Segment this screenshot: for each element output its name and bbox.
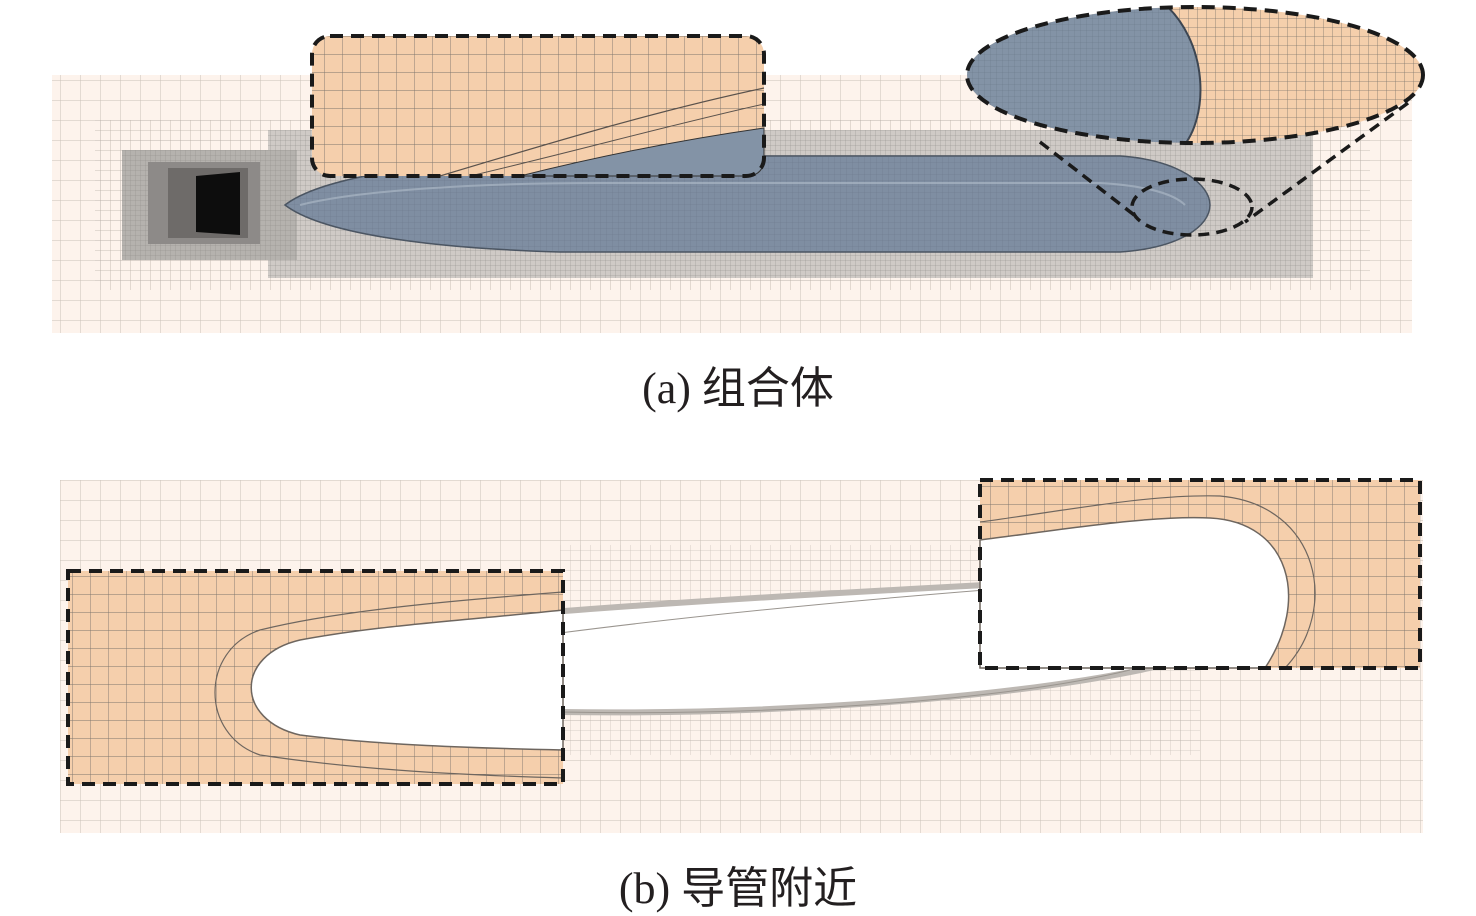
zoom-inset-trailing-edge <box>978 478 1422 670</box>
zoom-inset-hull-nose <box>965 5 1425 237</box>
caption-panel-b: (b) 导管附近 <box>618 864 858 913</box>
zoom-inset-hull-tail <box>310 34 766 178</box>
nose-callout-small <box>1130 177 1254 237</box>
panel-a-combined-body <box>52 5 1425 333</box>
zoom-inset-leading-edge <box>66 569 565 786</box>
duct-section <box>196 172 240 235</box>
caption-panel-a: (a) 组合体 <box>642 364 834 413</box>
panel-b-near-duct <box>60 478 1423 833</box>
